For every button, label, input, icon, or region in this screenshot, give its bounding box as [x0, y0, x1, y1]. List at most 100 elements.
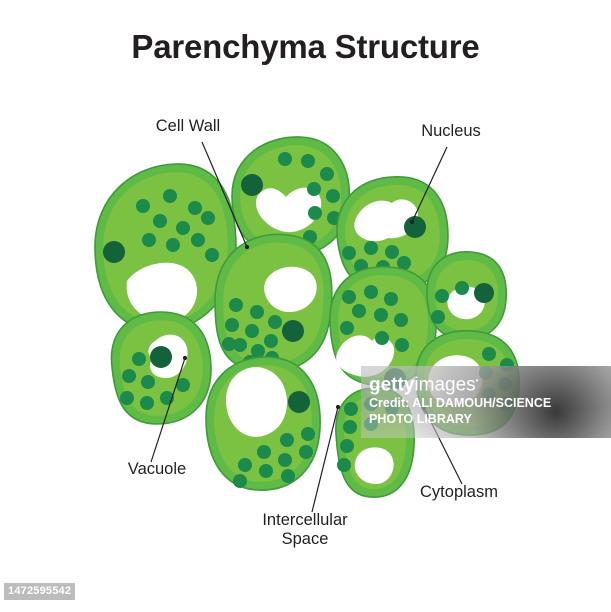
chloroplast [233, 338, 247, 352]
cell-bottom-right-narrow [335, 387, 415, 498]
chloroplast [205, 248, 219, 262]
vacuole [255, 187, 322, 233]
leader-lines-group [150, 141, 463, 513]
cell-right-middle [329, 266, 437, 390]
chloroplast [326, 189, 340, 203]
chloroplast [176, 221, 190, 235]
chloroplast [136, 199, 150, 213]
chloroplast [188, 201, 202, 215]
chloroplast [278, 152, 292, 166]
chloroplast [245, 324, 259, 338]
chloroplast [176, 378, 190, 392]
chloroplast [479, 366, 493, 380]
chloroplast [308, 206, 322, 220]
chloroplast [498, 377, 512, 391]
cells-group [94, 136, 520, 498]
chloroplast [482, 387, 496, 401]
chloroplast [299, 445, 313, 459]
chloroplast [482, 347, 496, 361]
chloroplast [301, 154, 315, 168]
vacuole [126, 262, 198, 322]
chloroplast [281, 469, 295, 483]
leader-cell-wall [201, 141, 248, 248]
chloroplast [166, 238, 180, 252]
chloroplast [364, 241, 378, 255]
vacuole [264, 266, 317, 313]
label-vacuole: Vacuole [128, 460, 186, 478]
page-title: Parenchyma Structure [131, 28, 480, 65]
leader-intercellular-space [311, 406, 339, 513]
chloroplast [280, 433, 294, 447]
chloroplast [268, 315, 282, 329]
chloroplast [385, 401, 399, 415]
chloroplast [455, 281, 469, 295]
chloroplast [120, 391, 134, 405]
nucleus [150, 346, 172, 368]
chloroplast [191, 233, 205, 247]
cell-top-center [231, 136, 351, 257]
chloroplast [364, 397, 378, 411]
leader-intercellular-space-endpoint [335, 404, 341, 410]
leader-cytoplasm-endpoint [421, 405, 427, 411]
chloroplast [132, 352, 146, 366]
leader-vacuole-endpoint [182, 355, 188, 361]
label-intercellular-space-2: Space [282, 530, 329, 548]
chloroplast [395, 338, 409, 352]
chloroplast [435, 289, 449, 303]
chloroplast [201, 211, 215, 225]
cell-left-middle [110, 311, 212, 425]
chloroplast [340, 321, 354, 335]
chloroplast [307, 182, 321, 196]
leader-nucleus-endpoint [409, 219, 415, 225]
chloroplast [257, 445, 271, 459]
chloroplast [375, 331, 389, 345]
chloroplast [140, 396, 154, 410]
label-cell-wall: Cell Wall [156, 117, 220, 135]
nucleus [384, 368, 406, 390]
cell-bottom-center [205, 356, 321, 491]
cell-right-lower [415, 330, 520, 436]
nucleus [103, 241, 125, 263]
nucleus [241, 174, 263, 196]
chloroplast [385, 245, 399, 259]
nucleus [474, 283, 494, 303]
chloroplast [278, 453, 292, 467]
nucleus [288, 391, 310, 413]
chloroplast [229, 298, 243, 312]
chloroplast [238, 458, 252, 472]
chloroplast [344, 402, 358, 416]
chloroplast [499, 397, 513, 411]
leader-cell-wall-endpoint [244, 244, 250, 250]
cell-far-right-small [426, 251, 507, 340]
chloroplast [250, 305, 264, 319]
chloroplast [364, 285, 378, 299]
chloroplast [364, 417, 378, 431]
cell-upper-left [94, 163, 237, 332]
chloroplast [163, 189, 177, 203]
chloroplast [337, 458, 351, 472]
vacuole [226, 367, 287, 437]
chloroplast [384, 292, 398, 306]
chloroplast [342, 290, 356, 304]
chloroplast [342, 246, 356, 260]
chloroplast [431, 310, 445, 324]
chloroplast [233, 474, 247, 488]
chloroplast [320, 167, 334, 181]
chloroplast [397, 256, 411, 270]
label-cytoplasm: Cytoplasm [420, 483, 498, 501]
chloroplast [340, 439, 354, 453]
chloroplast [374, 308, 388, 322]
leader-vacuole [150, 357, 186, 463]
leader-nucleus [411, 146, 448, 223]
chloroplast [141, 375, 155, 389]
vacuole [354, 447, 394, 484]
chloroplast [251, 344, 265, 358]
cell-center [214, 233, 333, 373]
chloroplast [301, 427, 315, 441]
nucleus [404, 216, 426, 238]
chloroplast [264, 334, 278, 348]
chloroplast [142, 233, 156, 247]
